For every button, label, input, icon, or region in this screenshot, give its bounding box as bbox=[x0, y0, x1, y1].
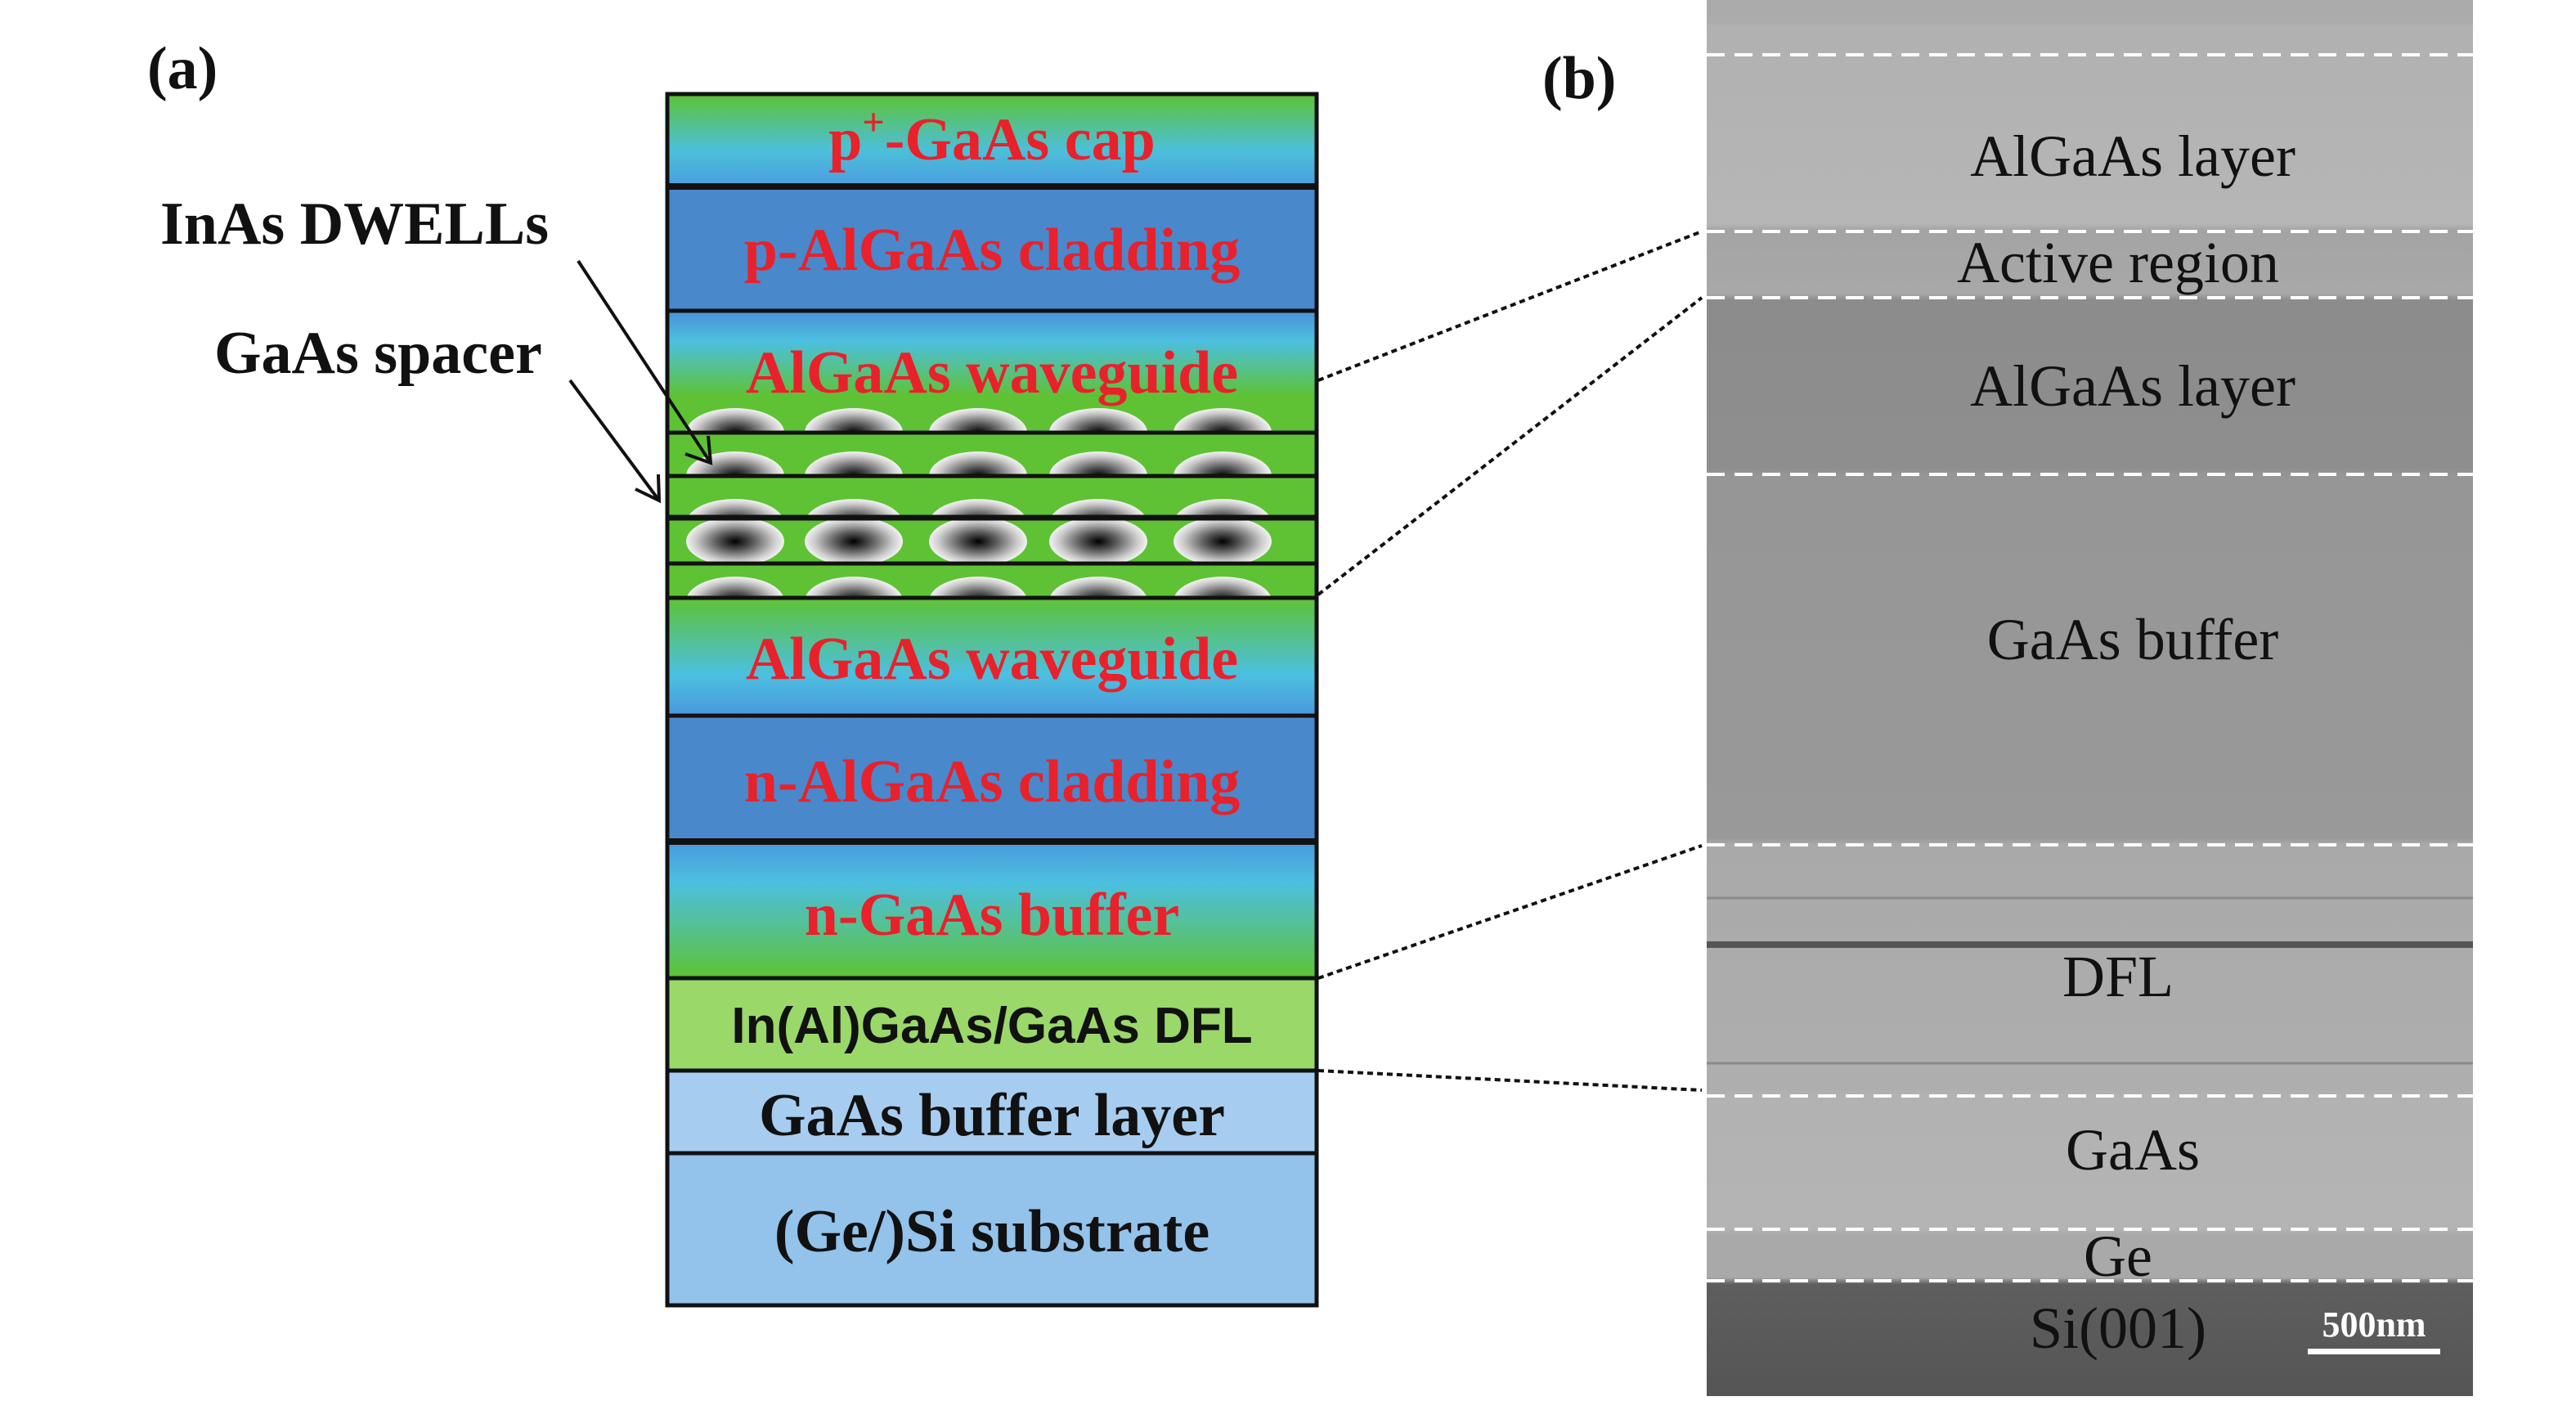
sem-label-gaas-buffer: GaAs buffer bbox=[1987, 607, 2279, 672]
layer-substrate bbox=[667, 1153, 1317, 1305]
sem-label-ge: Ge bbox=[2084, 1224, 2152, 1289]
sem-label-dfl: DFL bbox=[2062, 944, 2174, 1009]
sem-label-top-algaas: AlGaAs layer bbox=[1970, 123, 2296, 189]
scale-bar bbox=[2308, 1349, 2440, 1354]
sem-image: AlGaAs layer Active region AlGaAs layer … bbox=[1707, 0, 2473, 1396]
quantum-dot bbox=[1174, 408, 1272, 433]
connector-lines bbox=[1317, 230, 1703, 1092]
label-p-cladding: p-AlGaAs cladding bbox=[744, 217, 1241, 284]
quantum-dot bbox=[930, 499, 1026, 518]
quantum-dot bbox=[1050, 499, 1147, 518]
layer-p-cladding bbox=[667, 186, 1317, 311]
layer-lower-waveguide bbox=[667, 598, 1317, 716]
quantum-dot bbox=[1049, 451, 1147, 476]
panel-a-label: (a) bbox=[147, 35, 218, 102]
scale-bar-label: 500nm bbox=[2322, 1304, 2426, 1345]
quantum-dot bbox=[805, 577, 903, 598]
layer-cap bbox=[667, 94, 1317, 186]
sem-label-bottom-algaas: AlGaAs layer bbox=[1970, 353, 2296, 419]
quantum-dot bbox=[1174, 451, 1272, 476]
quantum-dot bbox=[929, 408, 1027, 433]
quantum-dot bbox=[1049, 518, 1147, 564]
layer-stack: p+-GaAs cap p-AlGaAs cladding AlGaAs wav… bbox=[665, 92, 1319, 1308]
label-dfl: In(Al)GaAs/GaAs DFL bbox=[731, 998, 1252, 1054]
sem-label-gaas: GaAs bbox=[2066, 1117, 2200, 1183]
quantum-dot bbox=[1174, 518, 1272, 564]
quantum-dot bbox=[686, 408, 784, 433]
layer-n-buffer bbox=[667, 842, 1317, 978]
panel-b-label: (b) bbox=[1542, 45, 1616, 112]
arrow-dwells bbox=[577, 259, 713, 465]
label-cap: p+-GaAs cap bbox=[828, 101, 1155, 173]
quantum-dot bbox=[929, 577, 1027, 598]
quantum-dot bbox=[686, 518, 784, 564]
sem-label-si: Si(001) bbox=[2030, 1295, 2206, 1361]
quantum-dot bbox=[805, 451, 903, 476]
annotation-spacer: GaAs spacer bbox=[214, 320, 542, 387]
quantum-dot bbox=[1049, 408, 1147, 433]
quantum-dot bbox=[929, 518, 1027, 564]
label-buffer-layer: GaAs buffer layer bbox=[759, 1082, 1225, 1149]
layer-buffer bbox=[667, 1071, 1317, 1153]
label-lower-waveguide: AlGaAs waveguide bbox=[746, 626, 1238, 693]
sem-label-active: Active region bbox=[1957, 230, 2279, 295]
quantum-dot bbox=[1049, 577, 1147, 598]
arrow-spacer bbox=[568, 379, 662, 504]
layer-dfl bbox=[667, 978, 1317, 1071]
label-upper-waveguide: AlGaAs waveguide bbox=[746, 339, 1238, 406]
quantum-dot bbox=[806, 499, 902, 518]
label-n-buffer: n-GaAs buffer bbox=[805, 882, 1179, 949]
quantum-dot bbox=[929, 451, 1027, 476]
quantum-dot bbox=[1174, 499, 1271, 518]
quantum-dot bbox=[805, 518, 903, 564]
annotation-dwells: InAs DWELLs bbox=[160, 191, 549, 258]
label-substrate: (Ge/)Si substrate bbox=[774, 1198, 1209, 1265]
quantum-dot bbox=[805, 408, 903, 433]
layer-n-cladding bbox=[667, 716, 1317, 842]
label-n-cladding: n-AlGaAs cladding bbox=[744, 748, 1241, 815]
quantum-dot bbox=[1174, 577, 1272, 598]
quantum-dot bbox=[687, 499, 783, 518]
quantum-dot bbox=[686, 577, 784, 598]
